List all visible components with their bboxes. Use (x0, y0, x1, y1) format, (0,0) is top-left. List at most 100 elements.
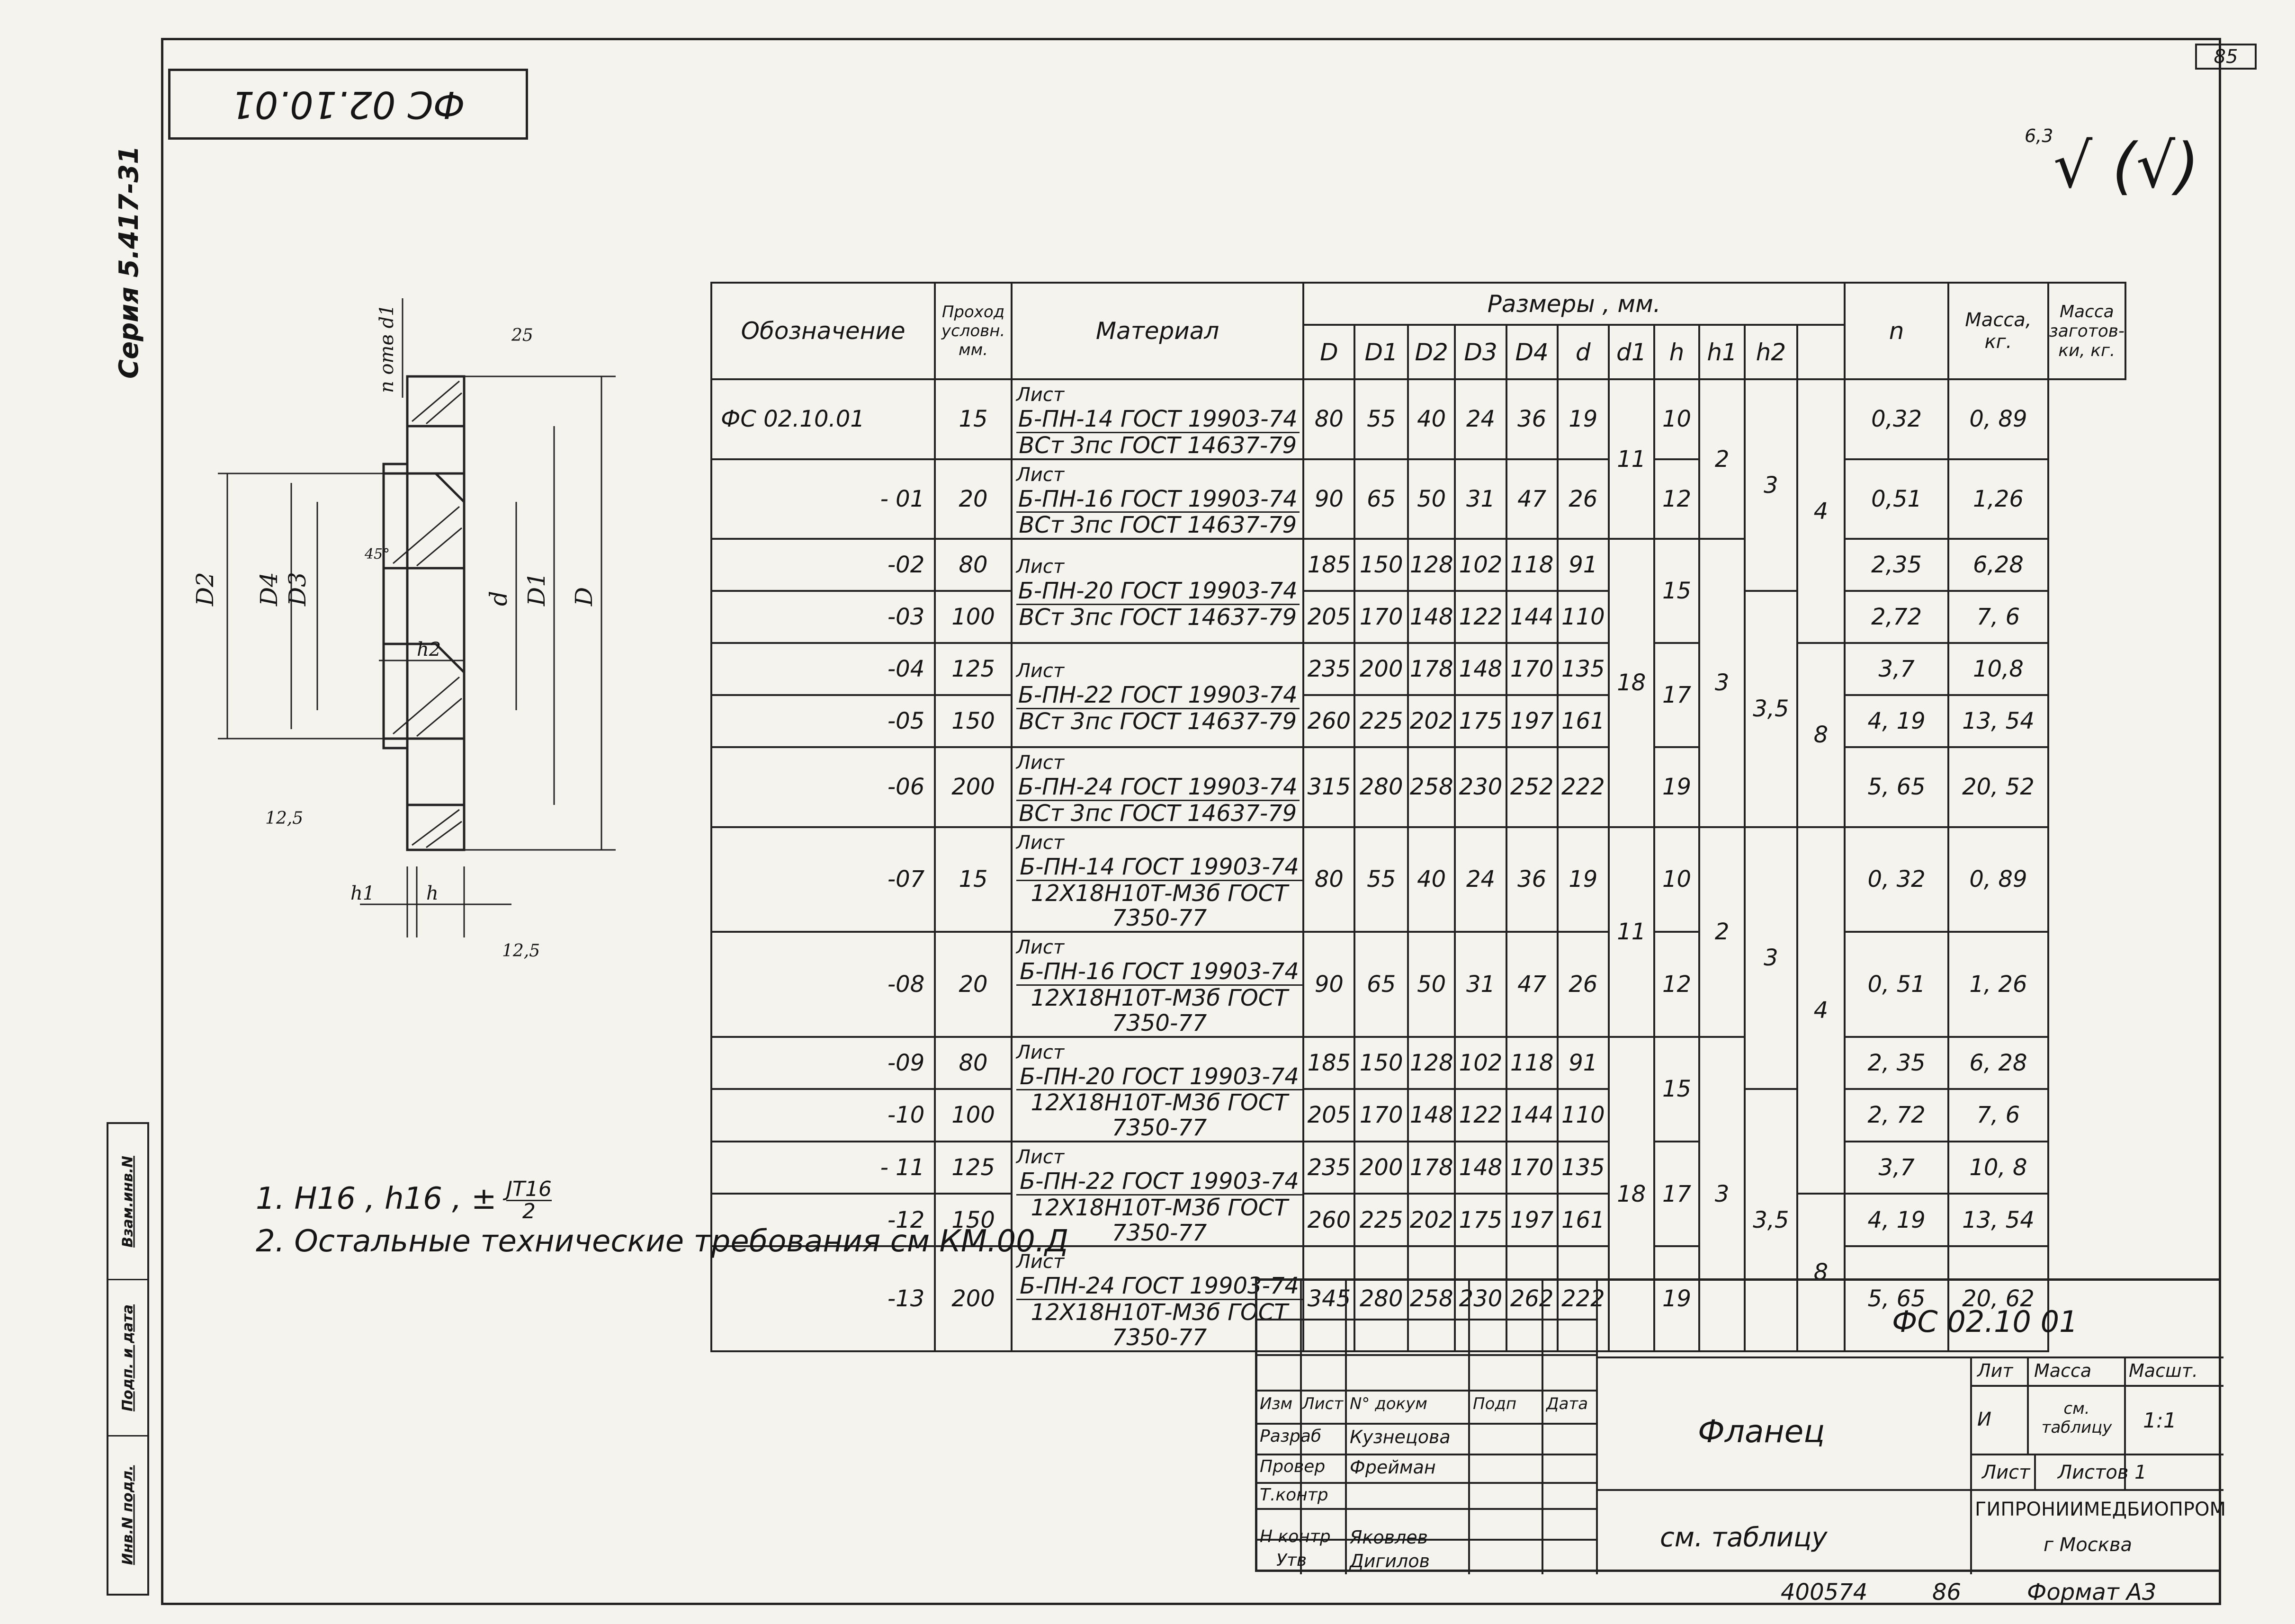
material-prefix: Лист (1016, 555, 1065, 578)
title-block: Изм Лист N° докум Подп Дата Разраб Прове… (1255, 1278, 2226, 1574)
material-sheet: Б-ПН-22 ГОСТ 19903-74 (1016, 1169, 1303, 1196)
material-prefix: Лист (1016, 752, 1065, 774)
cell-passage: 150 (934, 1192, 1013, 1248)
cell-d1: 11 (1607, 378, 1655, 540)
cell-D1: 225 (1354, 1192, 1409, 1248)
cell-h2: 3,5 (1744, 590, 1798, 828)
cell-D3: 175 (1454, 1192, 1507, 1248)
side-cell-inv: Взам.инв.N (108, 1124, 147, 1280)
material-sheet: Б-ПН-14 ГОСТ 19903-74 (1016, 854, 1303, 881)
role-ncontrol: Н контр (1260, 1527, 1331, 1546)
cell-D: 80 (1302, 826, 1356, 933)
material-sheet: Б-ПН-20 ГОСТ 19903-74 (1016, 1064, 1303, 1091)
side-cell-sign: Подп. и дата (108, 1280, 147, 1437)
header-n: n (1844, 282, 1950, 380)
role-check: Провер (1260, 1457, 1326, 1476)
cell-n: 4 (1796, 826, 1846, 1195)
cell-mass: 0, 51 (1844, 931, 1950, 1038)
header-blank-mass: Масса заготов-ки, кг. (2047, 282, 2127, 380)
cell-h1: 3 (1698, 1035, 1746, 1352)
cell-D2: 148 (1407, 590, 1456, 644)
label-angle: 45° (364, 546, 390, 562)
cell-D3: 175 (1454, 694, 1507, 749)
cell-h: 12 (1653, 458, 1701, 540)
cell-D4: 47 (1505, 931, 1559, 1038)
name-develop: Кузнецова (1350, 1427, 1451, 1447)
material-steel: ВСт 3пс ГОСТ 14637-79 (1019, 512, 1297, 539)
cell-D2: 50 (1407, 931, 1456, 1038)
cell-mass: 0,32 (1844, 378, 1950, 460)
header-D2: D2 (1407, 324, 1456, 380)
role-develop: Разраб (1260, 1427, 1322, 1446)
cell-blank-mass: 7, 6 (1947, 590, 2049, 644)
cell-d: 161 (1556, 1192, 1610, 1248)
cell-D3: 31 (1454, 458, 1507, 540)
cell-h: 17 (1653, 1140, 1701, 1248)
cell-d: 91 (1556, 1035, 1610, 1090)
side-strip: Взам.инв.N Подп. и дата Инв.N подл. (107, 1122, 149, 1596)
cell-blank-mass: 1, 26 (1947, 931, 2049, 1038)
material-prefix: Лист (1016, 464, 1065, 486)
cell-blank-mass: 13, 54 (1947, 1192, 2049, 1248)
cell-mass: 2, 72 (1844, 1088, 1950, 1142)
side-cell-orig: Инв.N подл. (119, 1465, 136, 1565)
footer-inv: 400574 (1781, 1579, 1868, 1606)
cell-D: 205 (1302, 590, 1356, 644)
cell-d1: 18 (1607, 1035, 1655, 1352)
cell-D3: 31 (1454, 931, 1507, 1038)
material-prefix: Лист (1016, 1251, 1065, 1273)
cell-n: 4 (1796, 378, 1846, 644)
cell-D4: 197 (1505, 1192, 1559, 1248)
material-sheet: Б-ПН-16 ГОСТ 19903-74 (1016, 959, 1303, 986)
cell-D3: 148 (1454, 642, 1507, 696)
cell-designation: -03 (710, 590, 936, 644)
cell-h: 15 (1653, 1035, 1701, 1142)
note-2: 2. Остальные технические требования см К… (256, 1224, 1069, 1259)
roughness-check-icon: √ (2053, 130, 2093, 202)
cell-mass: 5, 65 (1844, 1245, 1950, 1352)
cell-D2: 128 (1407, 538, 1456, 592)
tb-scale-value: 1:1 (2143, 1409, 2177, 1433)
material-prefix: Лист (1016, 831, 1065, 854)
col-izm: Изм (1260, 1394, 1293, 1413)
label-D: D (570, 587, 598, 607)
name-ncontrol: Яковлев (1350, 1527, 1428, 1548)
cell-d: 110 (1556, 1088, 1610, 1142)
label-D2: D2 (191, 572, 219, 607)
cell-blank-mass: 10, 8 (1947, 1140, 2049, 1195)
material-sheet: Б-ПН-24 ГОСТ 19903-74 (1016, 775, 1300, 801)
cell-designation: -02 (710, 538, 936, 592)
cell-h1: 3 (1698, 538, 1746, 828)
col-doc: N° докум (1350, 1394, 1427, 1413)
cell-h2: 3 (1744, 378, 1798, 592)
cell-D: 235 (1302, 642, 1356, 696)
header-passage: Проход условн. мм. (934, 282, 1013, 380)
cell-blank-mass: 10,8 (1947, 642, 2049, 696)
cell-designation: ФС 02.10.01 (710, 378, 936, 460)
material-steel: 12Х18Н10Т-М3б ГОСТ 7350-77 (1031, 1299, 1288, 1351)
cell-D1: 225 (1354, 694, 1409, 749)
cell-D3: 122 (1454, 590, 1507, 644)
footer-format: Формат А3 (2027, 1579, 2157, 1606)
tb-org: ГИПРОНИИМЕДБИОПРОМ (1975, 1499, 2226, 1520)
cell-D4: 144 (1505, 1088, 1559, 1142)
cell-mass: 3,7 (1844, 642, 1950, 696)
rotated-code-stamp: ФС 02.10.01 (168, 69, 528, 140)
cell-d: 110 (1556, 590, 1610, 644)
material-sheet: Б-ПН-14 ГОСТ 19903-74 (1016, 407, 1300, 433)
name-approve: Дигилов (1350, 1551, 1430, 1571)
cell-h: 12 (1653, 931, 1701, 1038)
cell-h2: 3,5 (1744, 1088, 1798, 1352)
cell-designation: -10 (710, 1088, 936, 1142)
cell-D3: 24 (1454, 826, 1507, 933)
roughness-value: 6,3 (2025, 125, 2053, 146)
cell-D: 90 (1302, 931, 1356, 1038)
